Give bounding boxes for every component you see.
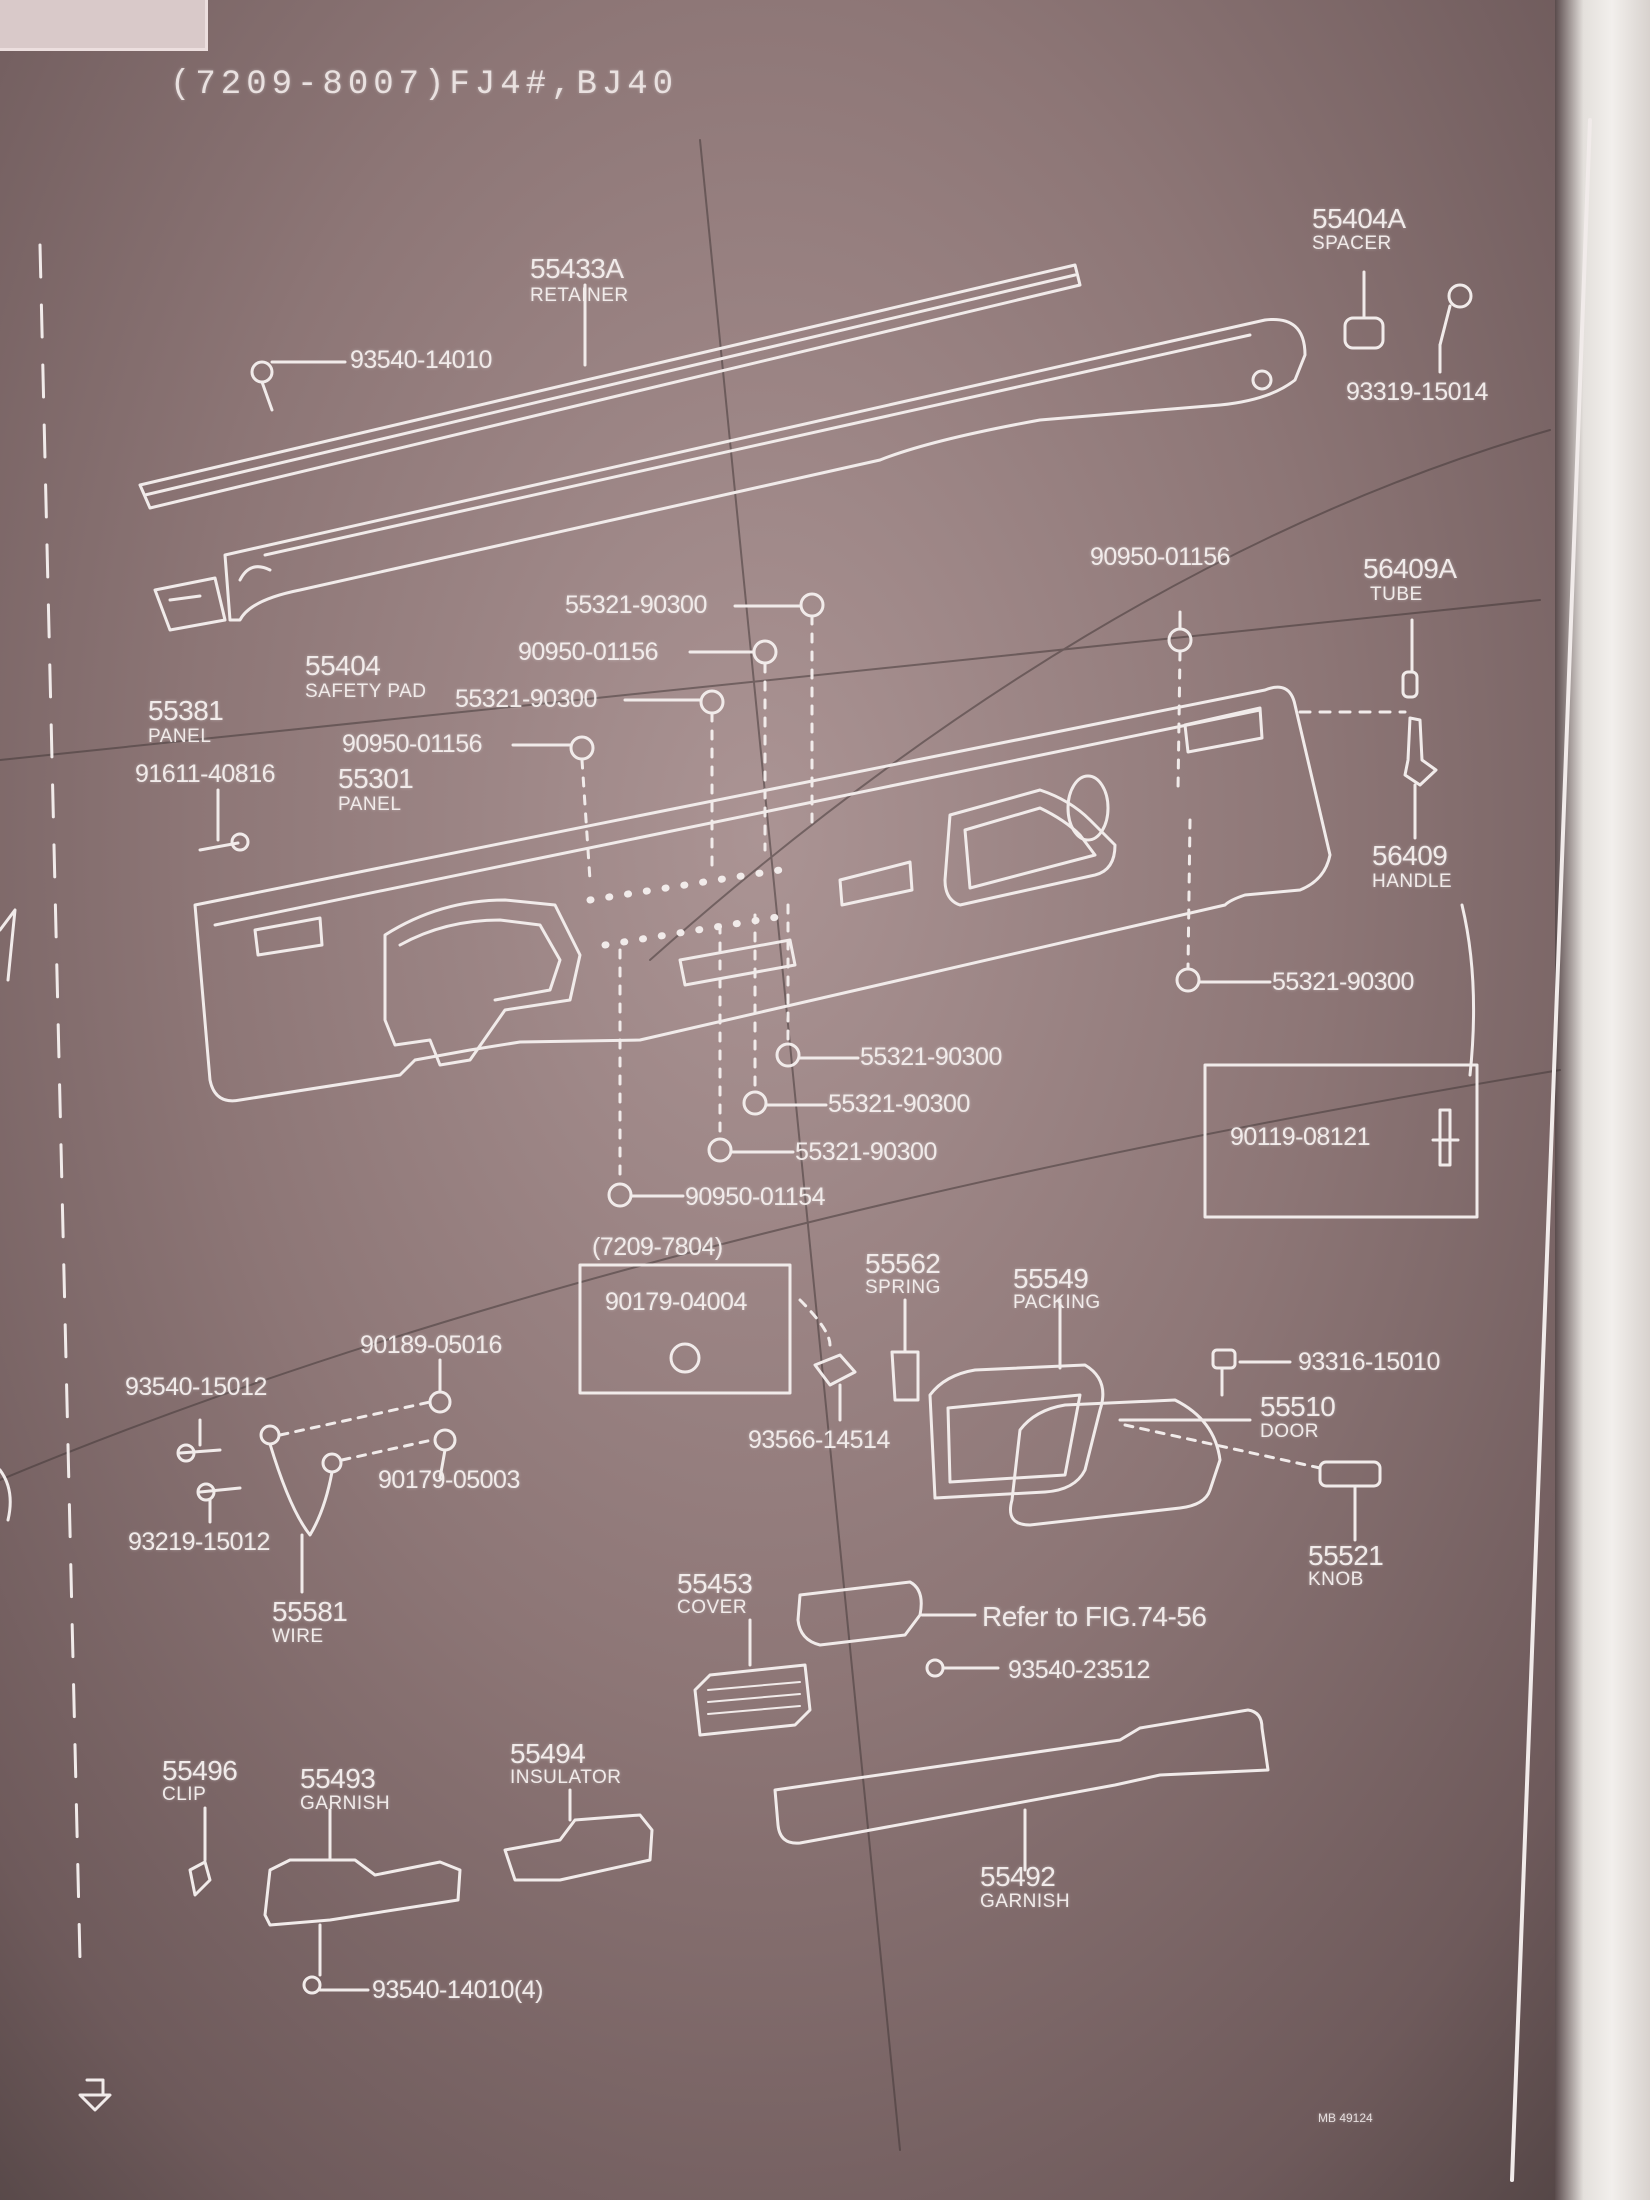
part-number-55453: 55453 <box>677 1568 753 1599</box>
part-number-55321-90300-e: 55321-90300 <box>828 1090 970 1118</box>
bolt-93319-15014-drawing <box>1438 283 1473 374</box>
film-scratches <box>0 139 1561 2151</box>
part-number-55496: 55496 <box>162 1755 238 1786</box>
spacer-55404A-drawing <box>1343 270 1385 350</box>
date-range-note: (7209-7804) <box>592 1233 723 1261</box>
bolt-93316-15010-drawing <box>1211 1348 1292 1397</box>
retainer-55433A-drawing <box>138 263 1082 510</box>
part-name-garnish-55492: GARNISH <box>980 1891 1071 1912</box>
part-number-93566-14514: 93566-14514 <box>748 1426 890 1454</box>
nut-90179-04004-drawing <box>669 1342 701 1374</box>
nut-90179-04004-box <box>578 1263 792 1395</box>
part-name-safety-pad: SAFETY PAD <box>305 681 427 702</box>
neighbour-fragment <box>0 908 17 982</box>
garnish-55493-drawing <box>263 1808 462 1995</box>
part-number-55492: 55492 <box>980 1861 1056 1892</box>
part-number-93540-23512: 93540-23512 <box>1008 1656 1150 1684</box>
part-name-clip: CLIP <box>162 1784 207 1805</box>
part-name-panel-55381: PANEL <box>148 726 212 747</box>
door-55510-drawing <box>1009 1398 1252 1527</box>
part-name-spacer: SPACER <box>1312 233 1392 254</box>
part-number-90189-05016: 90189-05016 <box>360 1331 502 1359</box>
clip-55496-drawing <box>188 1806 212 1897</box>
part-number-91611-40816: 91611-40816 <box>135 760 276 788</box>
part-name-wire: WIRE <box>272 1626 324 1647</box>
right-border <box>1510 118 1592 2182</box>
cover-55453-drawing <box>693 1618 812 1737</box>
screws-93540-93219-drawing <box>176 1418 242 1524</box>
bolt-90119-08121-drawing <box>1431 1108 1460 1167</box>
part-number-93316-15010: 93316-15010 <box>1298 1348 1440 1376</box>
part-name-packing: PACKING <box>1013 1292 1101 1313</box>
part-name-knob: KNOB <box>1308 1569 1364 1590</box>
part-number-55321-90300-d: 55321-90300 <box>860 1043 1002 1071</box>
part-number-55404A: 55404A <box>1312 203 1406 234</box>
part-number-55581: 55581 <box>272 1596 348 1627</box>
part-number-55321-90300-b: 55321-90300 <box>455 685 597 713</box>
part-number-55321-90300-a: 55321-90300 <box>565 591 707 619</box>
part-number-55433A: 55433A <box>530 253 624 284</box>
refer-to-figure-note: Refer to FIG.74-56 <box>982 1601 1207 1632</box>
part-number-55493: 55493 <box>300 1763 376 1794</box>
clip-leaders <box>511 592 1272 1208</box>
neighbour-fragment <box>0 1468 12 1522</box>
packing-55549-drawing <box>928 1298 1105 1500</box>
bolt-91611-40816-drawing <box>198 788 250 852</box>
part-number-55301: 55301 <box>338 763 414 794</box>
part-name-insulator: INSULATOR <box>510 1767 622 1788</box>
part-number-55510: 55510 <box>1260 1391 1336 1422</box>
left-boundary-dashed <box>38 243 82 1962</box>
part-number-90179-05003: 90179-05003 <box>378 1466 520 1494</box>
part-number-56409A: 56409A <box>1363 553 1457 584</box>
part-number-55562: 55562 <box>865 1248 941 1279</box>
referenced-part-drawing <box>796 1580 1000 1678</box>
panel-55381-drawing <box>153 576 227 632</box>
part-name-door: DOOR <box>1260 1421 1319 1442</box>
part-number-55381: 55381 <box>148 695 224 726</box>
part-number-93540-15012: 93540-15012 <box>125 1373 267 1401</box>
part-number-55521: 55521 <box>1308 1540 1384 1571</box>
corner-stamp: MB 49124 <box>1318 2111 1373 2125</box>
part-name-handle: HANDLE <box>1372 871 1453 892</box>
garnish-55492-drawing <box>773 1708 1270 1872</box>
page-down-arrow-icon <box>78 2078 112 2112</box>
wire-55581-drawing <box>259 1358 457 1594</box>
model-range-header: (7209-8007)FJ4#,BJ40 <box>170 66 679 104</box>
part-name-tube: TUBE <box>1370 584 1423 605</box>
part-number-55404: 55404 <box>305 650 381 681</box>
bolt-90119-box <box>1203 1063 1479 1219</box>
part-number-55549: 55549 <box>1013 1263 1089 1294</box>
part-number-56409: 56409 <box>1372 840 1448 871</box>
part-name-spring: SPRING <box>865 1277 941 1298</box>
screen-edge <box>1555 0 1650 2200</box>
clip-93566-14514-drawing <box>798 1298 857 1422</box>
part-number-90119-08121: 90119-08121 <box>1230 1123 1371 1151</box>
part-number-93219-15012: 93219-15012 <box>128 1528 270 1556</box>
part-number-90950-01156-c: 90950-01156 <box>342 730 483 758</box>
part-number-55321-90300-f: 55321-90300 <box>795 1138 937 1166</box>
spring-55562-drawing <box>890 1298 920 1402</box>
part-number-90179-04004: 90179-04004 <box>605 1288 747 1316</box>
part-number-90950-01154: 90950-01154 <box>685 1183 826 1211</box>
part-number-93540-14010-qty4: 93540-14010(4) <box>372 1976 543 2004</box>
insulator-55494-drawing <box>503 1788 654 1882</box>
part-name-garnish-55493: GARNISH <box>300 1793 391 1814</box>
safety-pad-55404-drawing <box>223 317 1307 622</box>
handle-56409-drawing <box>1298 618 1476 1077</box>
part-number-90950-01156-b: 90950-01156 <box>518 638 659 666</box>
knob-55521-drawing <box>1123 1423 1382 1542</box>
part-number-55321-90300-c: 55321-90300 <box>1272 968 1414 996</box>
figure-number-tab <box>0 0 208 51</box>
part-number-93540-14010: 93540-14010 <box>350 346 492 374</box>
part-number-90950-01156-right: 90950-01156 <box>1090 543 1231 571</box>
part-number-55494: 55494 <box>510 1738 586 1769</box>
part-number-93319-15014: 93319-15014 <box>1346 378 1488 406</box>
instrument-panel-55301-drawing <box>193 685 1332 1103</box>
screw-93540-14010-drawing <box>250 360 347 412</box>
part-name-cover: COVER <box>677 1597 748 1618</box>
part-name-panel-55301: PANEL <box>338 794 402 815</box>
part-name-retainer: RETAINER <box>530 285 629 306</box>
